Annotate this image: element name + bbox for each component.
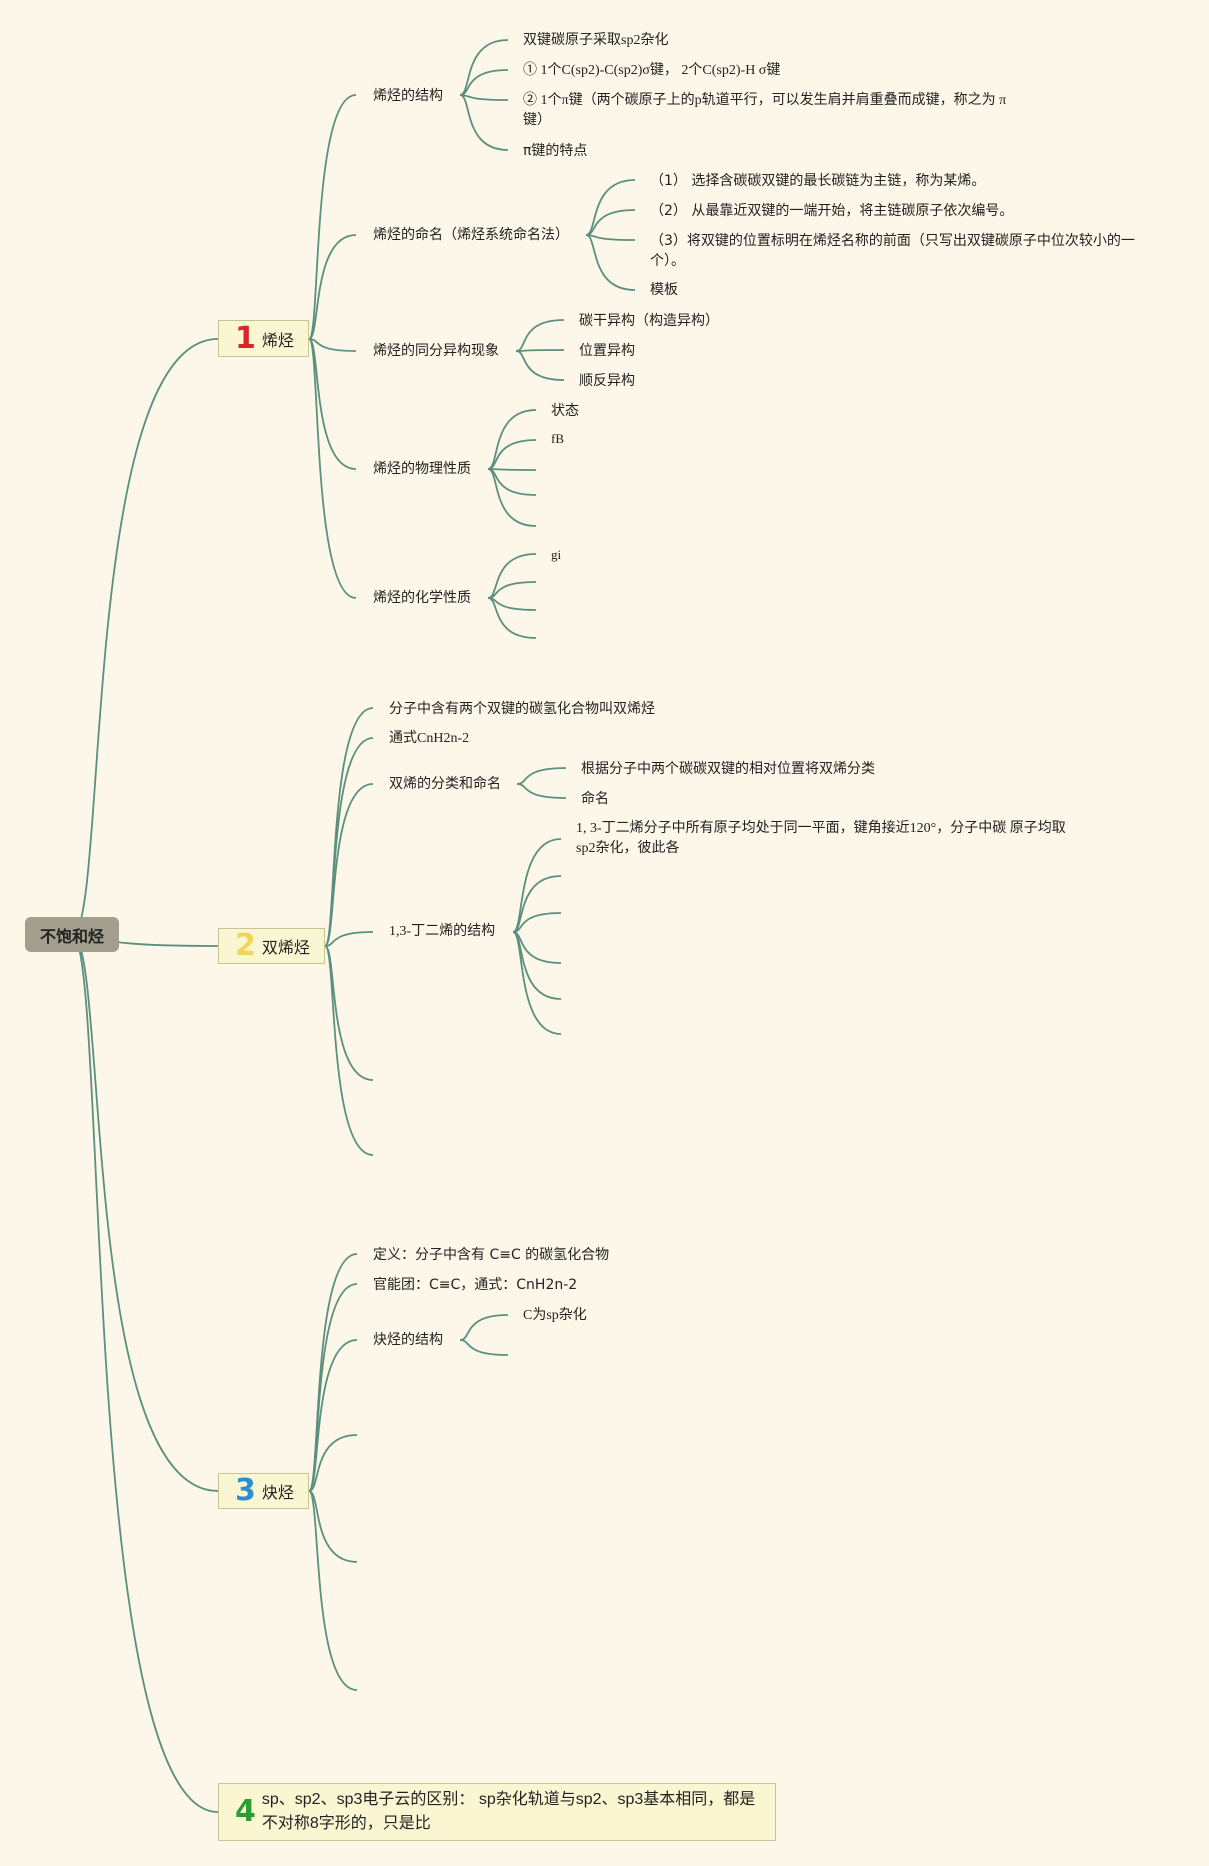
leaf-connector: [515, 349, 565, 352]
leaf-item[interactable]: ① 1个C(sp2)-C(sp2)σ键， 2个C(sp2)-H σ键: [523, 63, 781, 78]
branch-connector: [308, 1339, 358, 1492]
leaf-connector: [515, 350, 565, 381]
leaf-connector: [516, 783, 567, 799]
leaf-connector: [459, 39, 509, 96]
branch-connector: [324, 945, 374, 1156]
branch-connector: [324, 931, 374, 947]
leaf-item[interactable]: 模板: [650, 282, 678, 298]
category-label: 双烯烃: [261, 938, 310, 957]
leaf-item[interactable]: fB: [551, 431, 564, 446]
alkene-isomerism[interactable]: 烯烃的同分异构现象: [373, 343, 499, 359]
number-badge: 1: [235, 320, 256, 356]
root-connector: [71, 338, 219, 936]
leaf-item[interactable]: C为sp杂化: [523, 1308, 587, 1323]
branch-connector: [308, 1490, 358, 1691]
alkyne-definition[interactable]: 定义：分子中含有 C≡C 的碳氢化合物: [373, 1247, 610, 1263]
root-connector: [71, 934, 219, 1492]
leaf-connector: [516, 767, 567, 785]
leaf-connector: [585, 179, 636, 236]
category-alkene[interactable]: 1 烯烃: [218, 320, 309, 357]
alkene-naming[interactable]: 烯烃的命名（烯烃系统命名法）: [373, 227, 569, 243]
leaf-connector: [585, 234, 636, 291]
branch-connector: [308, 1434, 358, 1492]
leaf-item[interactable]: 顺反异构: [579, 373, 635, 389]
branch-connector: [308, 338, 357, 352]
leaf-item[interactable]: 双键碳原子采取sp2杂化: [523, 33, 669, 48]
leaf-item[interactable]: ② 1个π键（两个碳原子上的p轨道平行，可以发生肩并肩重叠而成键，称之为 π 键…: [523, 93, 1007, 128]
number-badge: 2: [235, 928, 256, 963]
leaf-connector: [459, 1339, 509, 1356]
diene-butadiene-structure[interactable]: 1,3-丁二烯的结构: [389, 924, 496, 939]
leaf-item[interactable]: （2） 从最靠近双键的一端开始，将主链碳原子依次编号。: [650, 203, 1014, 219]
alkene-structure[interactable]: 烯烃的结构: [373, 88, 443, 104]
diene-definition[interactable]: 分子中含有两个双键的碳氢化合物叫双烯烃: [389, 701, 655, 717]
alkyne-functional-group[interactable]: 官能团：C≡C，通式：CnH2n-2: [373, 1277, 578, 1293]
category-diene[interactable]: 2 双烯烃: [218, 928, 325, 964]
leaf-item[interactable]: 状态: [551, 403, 579, 419]
leaf-item[interactable]: 命名: [581, 791, 609, 807]
leaf-connector: [512, 931, 562, 1000]
leaf-connector: [487, 553, 537, 599]
category-label: 烯烃: [261, 330, 294, 350]
leaf-connector: [512, 875, 562, 933]
branch-connector: [308, 1490, 358, 1563]
leaf-connector: [515, 319, 565, 352]
leaf-connector: [512, 912, 562, 933]
branch-connector: [308, 234, 357, 340]
leaf-connector: [487, 597, 537, 639]
category-alkyne[interactable]: 3 炔烃: [218, 1473, 309, 1509]
alkyne-structure[interactable]: 炔烃的结构: [373, 1332, 443, 1348]
leaf-connector: [459, 94, 509, 151]
diene-classification[interactable]: 双烯的分类和命名: [389, 776, 501, 792]
diene-formula[interactable]: 通式CnH2n-2: [389, 731, 470, 746]
number-badge: 3: [235, 1473, 256, 1508]
leaf-connector: [512, 838, 562, 933]
leaf-connector: [487, 468, 537, 527]
leaf-connector: [585, 234, 636, 241]
branch-connector: [308, 94, 357, 340]
alkene-physical[interactable]: 烯烃的物理性质: [373, 461, 471, 477]
leaf-item[interactable]: （1） 选择含碳碳双键的最长碳链为主链，称为某烯。: [650, 173, 986, 189]
branch-connector: [324, 783, 374, 947]
leaf-item[interactable]: gi: [551, 547, 562, 562]
leaf-item[interactable]: 位置异构: [579, 343, 635, 359]
category-label: 炔烃: [261, 1483, 294, 1502]
leaf-item[interactable]: 根据分子中两个碳碳双键的相对位置将双烯分类: [581, 761, 875, 777]
leaf-item[interactable]: （3）将双键的位置标明在烯烃名称的前面（只写出双键碳原子中位次较小的一个）。: [650, 233, 1135, 269]
root-connector: [71, 934, 219, 1813]
branch-connector: [324, 945, 374, 1081]
category-electron-cloud[interactable]: 4 sp、sp2、sp3电子云的区别： sp杂化轨道与sp2、sp3基本相同，都…: [218, 1783, 776, 1841]
number-badge: 4: [235, 1794, 256, 1829]
leaf-connector: [512, 931, 562, 1035]
leaf-item[interactable]: 1, 3-丁二烯分子中所有原子均处于同一平面，键角接近120°，分子中碳 原子均…: [576, 821, 1066, 856]
leaf-connector: [487, 468, 537, 471]
root-node[interactable]: 不饱和烃: [25, 917, 119, 952]
category-label: sp、sp2、sp3电子云的区别： sp杂化轨道与sp2、sp3基本相同，都是不…: [261, 1791, 756, 1832]
leaf-item[interactable]: π键的特点: [523, 143, 588, 159]
leaf-connector: [459, 94, 509, 101]
branch-connector: [308, 338, 357, 599]
leaf-connector: [459, 1314, 509, 1341]
leaf-item[interactable]: 碳干异构（构造异构）: [579, 313, 719, 329]
alkene-chemical[interactable]: 烯烃的化学性质: [373, 590, 471, 606]
